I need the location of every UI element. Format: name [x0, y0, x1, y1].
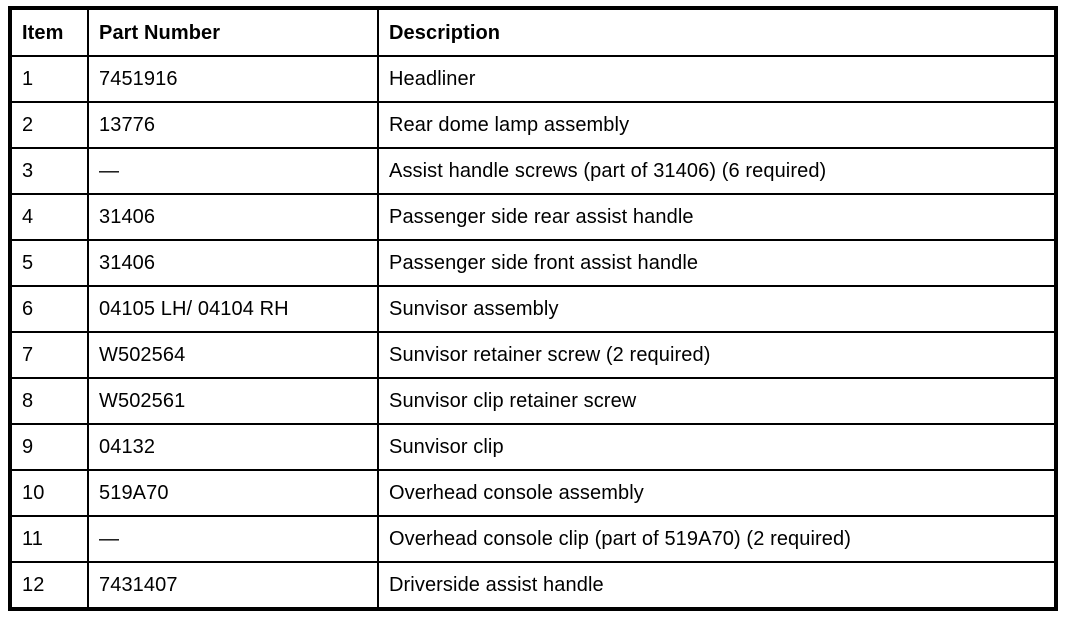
cell-description: Overhead console clip (part of 519A70) (… [378, 516, 1056, 563]
cell-part-number: — [88, 148, 379, 195]
cell-part-number: W502561 [88, 378, 379, 425]
cell-part-number: 13776 [88, 102, 379, 149]
cell-description: Sunvisor assembly [378, 286, 1056, 333]
table-row: 11—Overhead console clip (part of 519A70… [10, 516, 1056, 563]
cell-description: Sunvisor clip retainer screw [378, 378, 1056, 425]
cell-item: 9 [10, 424, 89, 471]
table-header-row: Item Part Number Description [10, 8, 1056, 57]
cell-item: 11 [10, 516, 89, 563]
column-header-description: Description [378, 8, 1056, 57]
cell-item: 7 [10, 332, 89, 379]
cell-item: 6 [10, 286, 89, 333]
cell-description: Sunvisor clip [378, 424, 1056, 471]
cell-part-number: 7451916 [88, 56, 379, 103]
cell-description: Sunvisor retainer screw (2 required) [378, 332, 1056, 379]
cell-part-number: 7431407 [88, 562, 379, 609]
cell-part-number: — [88, 516, 379, 563]
cell-item: 8 [10, 378, 89, 425]
cell-part-number: 519A70 [88, 470, 379, 517]
cell-description: Driverside assist handle [389, 574, 604, 596]
cell-description: Passenger side front assist handle [378, 240, 1056, 287]
cell-description: Passenger side rear assist handle [378, 194, 1056, 241]
cell-item: 3 [10, 148, 89, 195]
cell-item: 4 [10, 194, 89, 241]
column-header-item: Item [10, 8, 89, 57]
cell-item: 5 [10, 240, 89, 287]
cell-part-number: 04132 [88, 424, 379, 471]
table-row: 3—Assist handle screws (part of 31406) (… [10, 148, 1056, 195]
cell-part-number: 04105 LH/ 04104 RH [88, 286, 379, 333]
column-header-part-number: Part Number [88, 8, 379, 57]
cell-item: 2 [10, 102, 89, 149]
cell-description: Rear dome lamp assembly [378, 102, 1056, 149]
cell-item: 1 [10, 56, 89, 103]
cell-item: 10 [10, 470, 89, 517]
cell-description: Overhead console assembly [378, 470, 1056, 517]
cell-part-number: 31406 [88, 194, 379, 241]
cell-part-number: 31406 [88, 240, 379, 287]
cell-description: Headliner [378, 56, 1056, 103]
cell-part-number: W502564 [88, 332, 379, 379]
cell-item: 12 [10, 562, 89, 609]
cell-description: Assist handle screws (part of 31406) (6 … [378, 148, 1056, 195]
table-header: Item Part Number Description [10, 8, 1056, 57]
